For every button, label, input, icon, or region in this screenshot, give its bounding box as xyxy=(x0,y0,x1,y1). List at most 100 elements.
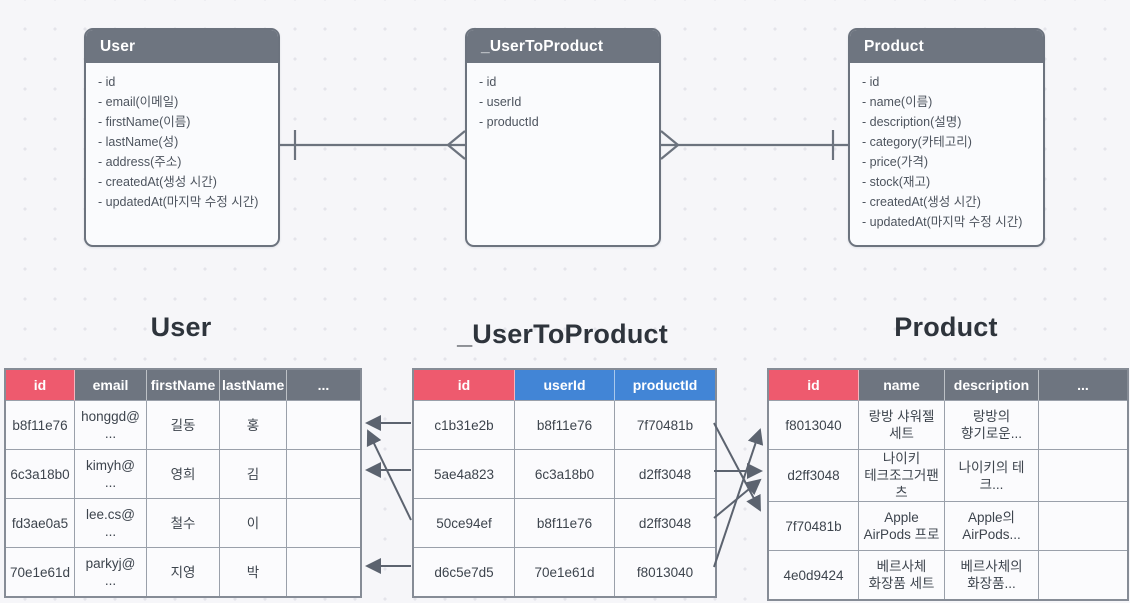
user-col-lastname: lastName xyxy=(220,370,287,401)
cell: Apple AirPods 프로 xyxy=(859,502,945,551)
crow-foot-join-right xyxy=(660,130,679,146)
erd-entity-user-title: User xyxy=(86,30,278,63)
cell: 5ae4a823 xyxy=(414,450,515,499)
user-table-title: User xyxy=(150,312,212,342)
erd-field: - id xyxy=(98,75,116,89)
cell: 7f70481b xyxy=(615,401,715,450)
user-col-id: id xyxy=(6,370,75,401)
erd-field: - updatedAt(마지막 수정 시간) xyxy=(862,215,1023,229)
cell xyxy=(1039,450,1127,502)
erd-field: - email(이메일) xyxy=(98,95,179,109)
crow-foot-join-right xyxy=(660,144,679,160)
erd-field: - productId xyxy=(479,115,539,129)
cell xyxy=(287,450,360,499)
table-row: d2ff3048 나이키 테크조그거팬츠 나이키의 테크... xyxy=(769,450,1127,502)
cell: d2ff3048 xyxy=(769,450,859,502)
erd-field: - id xyxy=(862,75,880,89)
cell: b8f11e76 xyxy=(515,401,615,450)
table-row: d6c5e7d5 70e1e61d f8013040 xyxy=(414,548,715,596)
user-data-table: id email firstName lastName ... b8f11e76… xyxy=(4,368,362,598)
erd-entity-user: User - id - email(이메일) - firstName(이름) -… xyxy=(84,28,280,247)
erd-field: - category(카테고리) xyxy=(862,135,972,149)
erd-entity-usertoproduct-fields: - id - userId - productId xyxy=(467,63,659,141)
erd-field: - updatedAt(마지막 수정 시간) xyxy=(98,195,259,209)
cell: 지영 xyxy=(147,548,220,596)
erd-entity-product-title: Product xyxy=(850,30,1043,63)
join-data-table: id userId productId c1b31e2b b8f11e76 7f… xyxy=(412,368,717,598)
cell: d6c5e7d5 xyxy=(414,548,515,596)
user-col-email: email xyxy=(75,370,147,401)
table-row: fd3ae0a5 lee.cs@ ... 철수 이 xyxy=(6,499,360,548)
cell: lee.cs@ ... xyxy=(75,499,147,548)
cell: Apple의 AirPods... xyxy=(945,502,1039,551)
arrow-join-row3-to-product-row2 xyxy=(713,478,762,519)
cell: d2ff3048 xyxy=(615,450,715,499)
erd-field: - address(주소) xyxy=(98,155,182,169)
table-header-row: id name description ... xyxy=(769,370,1127,401)
cell: f8013040 xyxy=(769,401,859,450)
erd-field: - name(이름) xyxy=(862,95,933,109)
cell: 베르사체의 화장품... xyxy=(945,551,1039,599)
cell xyxy=(1039,401,1127,450)
erd-field: - lastName(성) xyxy=(98,135,179,149)
erd-entity-user-fields: - id - email(이메일) - firstName(이름) - last… xyxy=(86,63,278,221)
cell: 50ce94ef xyxy=(414,499,515,548)
cell: 길동 xyxy=(147,401,220,450)
cell: parkyj@ ... xyxy=(75,548,147,596)
cell: 박 xyxy=(220,548,287,596)
cell: kimyh@ ... xyxy=(75,450,147,499)
cell: 랑방 샤워젤 세트 xyxy=(859,401,945,450)
product-col-more: ... xyxy=(1039,370,1127,401)
product-table-title: Product xyxy=(894,312,998,342)
erd-entity-usertoproduct-title: _UserToProduct xyxy=(467,30,659,63)
cell: 철수 xyxy=(147,499,220,548)
cell xyxy=(287,548,360,596)
erd-field: - createdAt(생성 시간) xyxy=(98,175,217,189)
cell: 나이키 테크조그거팬츠 xyxy=(859,450,945,502)
arrow-join-row3-to-user-row1 xyxy=(366,429,412,521)
cell xyxy=(1039,502,1127,551)
table-header-row: id userId productId xyxy=(414,370,715,401)
table-header-row: id email firstName lastName ... xyxy=(6,370,360,401)
cell: 나이키의 테크... xyxy=(945,450,1039,502)
crow-foot-join-left xyxy=(447,130,466,146)
erd-field: - price(가격) xyxy=(862,155,929,169)
cell: b8f11e76 xyxy=(515,499,615,548)
arrow-join-row4-to-product-row1 xyxy=(713,428,764,568)
cell: b8f11e76 xyxy=(6,401,75,450)
product-col-id: id xyxy=(769,370,859,401)
cell: honggd@ ... xyxy=(75,401,147,450)
cell: f8013040 xyxy=(636,564,694,580)
cell xyxy=(1039,551,1127,599)
cell: 70e1e61d xyxy=(6,548,75,596)
user-col-more: ... xyxy=(287,370,360,401)
user-col-firstname: firstName xyxy=(147,370,220,401)
arrow-join-row1-to-product-row3 xyxy=(713,422,761,512)
cell: 4e0d9424 xyxy=(769,551,859,599)
table-row: 5ae4a823 6c3a18b0 d2ff3048 xyxy=(414,450,715,499)
table-row: b8f11e76 honggd@ ... 길동 홍 xyxy=(6,401,360,450)
cell: c1b31e2b xyxy=(414,401,515,450)
table-row: 70e1e61d parkyj@ ... 지영 박 xyxy=(6,548,360,596)
product-data-table: id name description ... f8013040 랑방 샤워젤 … xyxy=(767,368,1129,601)
table-row: 50ce94ef b8f11e76 d2ff3048 xyxy=(414,499,715,548)
cell xyxy=(287,499,360,548)
table-row: 4e0d9424 베르사체 화장품 세트 베르사체의 화장품... xyxy=(769,551,1127,599)
table-row: 6c3a18b0 kimyh@ ... 영희 김 xyxy=(6,450,360,499)
cell: 영희 xyxy=(147,450,220,499)
erd-entity-product: Product - id - name(이름) - description(설명… xyxy=(848,28,1045,247)
cell: d2ff3048 xyxy=(615,499,715,548)
erd-field: - createdAt(생성 시간) xyxy=(862,195,981,209)
join-col-userid: userId xyxy=(515,370,615,401)
cell: 김 xyxy=(220,450,287,499)
cell: 베르사체 화장품 세트 xyxy=(859,551,945,599)
erd-entity-usertoproduct: _UserToProduct - id - userId - productId xyxy=(465,28,661,247)
erd-field: - description(설명) xyxy=(862,115,962,129)
cell xyxy=(287,401,360,450)
cell: 70e1e61d xyxy=(515,548,615,596)
cell: 홍 xyxy=(220,401,287,450)
join-table-title: _UserToProduct xyxy=(457,319,668,349)
table-row: 7f70481b Apple AirPods 프로 Apple의 AirPods… xyxy=(769,502,1127,551)
cell: 7f70481b xyxy=(769,502,859,551)
